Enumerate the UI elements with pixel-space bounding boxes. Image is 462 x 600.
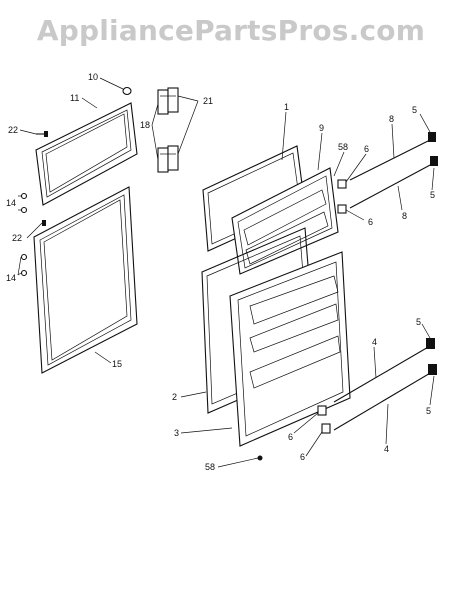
part-10-cap — [122, 86, 132, 96]
label-21: 21 — [203, 96, 213, 106]
label-3: 3 — [174, 428, 179, 438]
label-11: 11 — [70, 93, 79, 103]
rods-4 — [317, 338, 437, 434]
label-5-upper: 5 — [412, 105, 417, 115]
part-labels: 10 11 22 14 18 21 22 14 15 1 9 58 6 8 5 … — [6, 72, 435, 472]
watermark: AppliancePartsPros.com — [36, 14, 426, 47]
fresh-food-door-liner — [229, 251, 351, 447]
label-5-bottom: 5 — [426, 406, 431, 416]
label-5-mid: 5 — [430, 190, 435, 200]
label-2: 2 — [172, 392, 177, 402]
leader-lines — [17, 77, 435, 468]
label-1: 1 — [284, 102, 289, 112]
label-9: 9 — [319, 123, 324, 133]
part-58-screw-bottom — [257, 455, 263, 461]
label-8-upper: 8 — [389, 114, 394, 124]
freezer-gasket — [35, 102, 138, 206]
part-14-clips-bottom — [20, 253, 28, 277]
label-14-bottom: 14 — [6, 273, 16, 283]
label-4-lower: 4 — [384, 444, 389, 454]
label-14-top: 14 — [6, 198, 16, 208]
label-58-bottom: 58 — [205, 462, 215, 472]
label-6-upper: 6 — [364, 144, 369, 154]
label-5-lower: 5 — [416, 317, 421, 327]
label-6-mid: 6 — [368, 217, 373, 227]
label-58-top: 58 — [338, 142, 348, 152]
label-4-upper: 4 — [372, 337, 377, 347]
label-15: 15 — [112, 359, 122, 369]
label-18: 18 — [140, 120, 150, 130]
label-6-bottom: 6 — [300, 452, 305, 462]
part-22-screw-bottom — [42, 220, 46, 226]
label-8-lower: 8 — [402, 211, 407, 221]
hinge-parts — [157, 87, 179, 173]
part-22-screw-top — [36, 131, 48, 137]
label-6-lower: 6 — [288, 432, 293, 442]
label-22-bottom: 22 — [12, 233, 22, 243]
fresh-food-gasket — [33, 186, 138, 374]
part-14-clips-top — [20, 192, 28, 214]
rods-8 — [337, 132, 438, 214]
label-22-top: 22 — [8, 125, 18, 135]
label-10: 10 — [88, 72, 98, 82]
